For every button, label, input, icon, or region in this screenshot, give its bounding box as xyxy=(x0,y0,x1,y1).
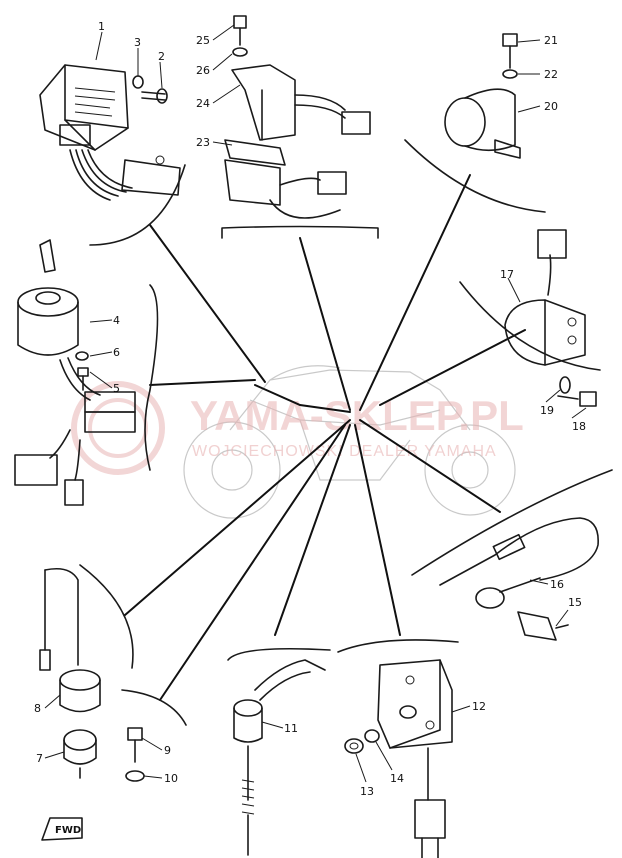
part-21-bolt[interactable] xyxy=(502,33,518,69)
forward-arrow-icon: FWD xyxy=(41,817,83,841)
group-brackets xyxy=(79,139,613,726)
part-13-nut[interactable] xyxy=(344,738,364,754)
part-3-washer[interactable] xyxy=(132,75,144,89)
part-5-screw[interactable] xyxy=(77,367,89,391)
part-17-horn[interactable] xyxy=(504,229,586,366)
callout-26[interactable]: 26 xyxy=(196,64,210,77)
part-15-switch[interactable] xyxy=(517,611,569,641)
part-11-thermo-unit[interactable] xyxy=(233,659,326,856)
part-22-washer[interactable] xyxy=(502,69,518,79)
callout-22[interactable]: 22 xyxy=(544,68,558,81)
part-26-washer[interactable] xyxy=(232,47,248,57)
callout-labels: 1 2 3 4 5 6 7 8 9 10 11 12 13 14 15 16 1… xyxy=(34,20,586,798)
part-1-cdi-unit[interactable] xyxy=(39,64,181,201)
part-18-bolt[interactable] xyxy=(557,391,597,407)
forward-label: FWD xyxy=(55,825,81,836)
watermark-tagline: WOJCIECHOWSKI DEALER YAMAHA xyxy=(192,443,497,460)
callout-20[interactable]: 20 xyxy=(544,100,558,113)
part-12-rectifier[interactable] xyxy=(377,659,453,858)
callout-17[interactable]: 17 xyxy=(500,268,514,281)
callout-9[interactable]: 9 xyxy=(164,744,171,757)
callout-21[interactable]: 21 xyxy=(544,34,558,47)
callout-11[interactable]: 11 xyxy=(284,722,298,735)
callout-2[interactable]: 2 xyxy=(158,50,165,63)
part-24-relay-bracket[interactable] xyxy=(231,64,371,141)
callout-leaders xyxy=(44,24,587,783)
part-14-washer[interactable] xyxy=(364,729,380,743)
part-9-bolt[interactable] xyxy=(127,727,143,763)
part-6-washer[interactable] xyxy=(75,351,89,361)
callout-13[interactable]: 13 xyxy=(360,785,374,798)
part-25-bolt[interactable] xyxy=(233,15,247,46)
callout-7[interactable]: 7 xyxy=(36,752,43,765)
part-19-washer[interactable] xyxy=(559,376,571,394)
leader-lines xyxy=(124,174,526,701)
callout-25[interactable]: 25 xyxy=(196,34,210,47)
callout-10[interactable]: 10 xyxy=(164,772,178,785)
callout-1[interactable]: 1 xyxy=(98,20,105,33)
callout-24[interactable]: 24 xyxy=(196,97,210,110)
callout-16[interactable]: 16 xyxy=(550,578,564,591)
part-7-sender[interactable] xyxy=(63,729,97,779)
watermark: YAMA-SKLEP.PL WOJCIECHOWSKI DEALER YAMAH… xyxy=(71,381,524,475)
part-23-clamp[interactable] xyxy=(224,139,347,219)
part-16-lead[interactable] xyxy=(439,517,599,609)
part-10-washer[interactable] xyxy=(125,770,145,782)
part-2-screw[interactable] xyxy=(141,88,168,104)
part-20-starter-relay[interactable] xyxy=(444,88,521,159)
callout-5[interactable]: 5 xyxy=(113,382,120,395)
callout-23[interactable]: 23 xyxy=(196,136,210,149)
callout-12[interactable]: 12 xyxy=(472,700,486,713)
part-8-switch-body[interactable] xyxy=(39,567,101,713)
part-4-ignition-switch[interactable] xyxy=(14,239,136,506)
motorcycle-outline xyxy=(183,365,516,519)
callout-6[interactable]: 6 xyxy=(113,346,120,359)
callout-14[interactable]: 14 xyxy=(390,772,404,785)
callout-15[interactable]: 15 xyxy=(568,596,582,609)
callout-19[interactable]: 19 xyxy=(540,404,554,417)
callout-3[interactable]: 3 xyxy=(134,36,141,49)
callout-18[interactable]: 18 xyxy=(572,420,586,433)
callout-4[interactable]: 4 xyxy=(113,314,120,327)
callout-8[interactable]: 8 xyxy=(34,702,41,715)
